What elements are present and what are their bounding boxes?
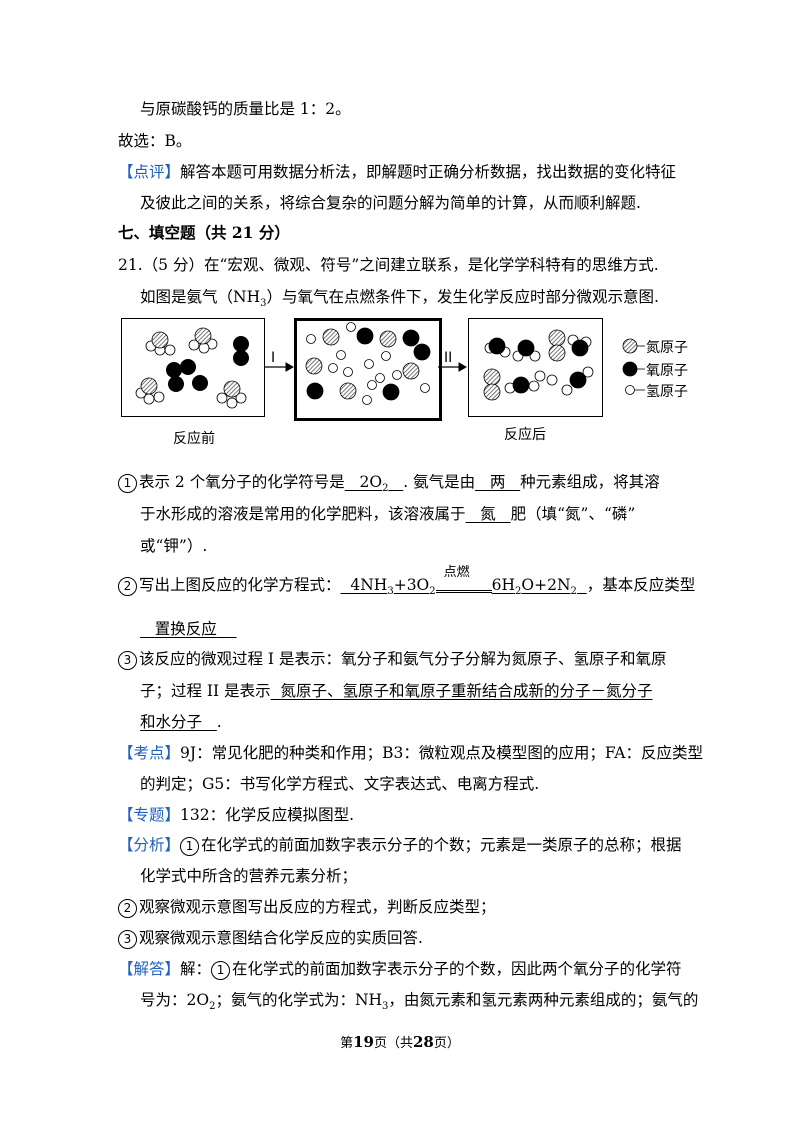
total-pages: 28: [413, 1033, 434, 1051]
kaodian-line: 【考点】9J：常见化肥的种类和作用；B3：微粒观点及模型图的应用；FA：反应类型: [118, 744, 703, 762]
legend-hydrogen: 氢原子: [646, 384, 688, 400]
h2o-molecule: [504, 376, 540, 394]
dianping-tag: 【点评】: [118, 163, 181, 181]
fenxi-line: 化学式中所含的营养元素分析；: [140, 867, 358, 885]
separated-atoms: [305, 322, 431, 405]
text-line: 及彼此之间的关系，将综合复杂的问题分解为简单的计算，从而顺利解题.: [140, 194, 641, 212]
reaction-condition: 点燃: [443, 564, 470, 580]
legend-icons: [622, 338, 645, 395]
page-footer: 第19页（共28页）: [340, 1033, 460, 1051]
kaodian-tag: 【考点】: [118, 744, 181, 762]
answer-3-line: 和水分子 .: [140, 713, 222, 731]
text-line: 与原碳酸钙的质量比是 1：2。: [140, 100, 351, 118]
after-label: 反应后: [504, 427, 546, 443]
h2o-molecule: [534, 370, 558, 386]
legend-oxygen: 氧原子: [646, 363, 688, 379]
arrow-ii: [438, 362, 468, 372]
answer-1-line: 或“钾”）.: [140, 537, 208, 555]
h2o-molecule: [512, 339, 541, 362]
answer-1-line: 于水形成的溶液是常用的化学肥料，该溶液属于 氮 肥（填“氮”、“磷”: [140, 505, 636, 523]
nh3-molecule: [135, 377, 165, 405]
answer-3-line: 子；过程 II 是表示 氮原子、氢原子和氧原子重新结合成新的分子－氮分子: [140, 682, 653, 700]
nh3-molecule: [145, 331, 176, 356]
step-i-label: I: [271, 350, 276, 366]
nh3-molecule: [216, 380, 247, 409]
answer-2-line: 置换反应: [154, 620, 217, 638]
h2o-molecule: [484, 337, 511, 358]
text-line: 故选：B。: [118, 132, 192, 150]
jieda-tag: 【解答】: [118, 960, 181, 978]
section-title: 七、填空题（共 21 分）: [118, 223, 290, 242]
o2-molecule: [233, 336, 249, 366]
o2-molecule: [168, 375, 208, 392]
zhuanti-line: 【专题】132：化学反应模拟图型.: [118, 806, 355, 824]
after-box: [468, 318, 603, 417]
page-number: 19: [353, 1033, 374, 1051]
kaodian-line: 的判定；G5：书写化学方程式、文字表达式、电离方程式.: [140, 775, 540, 793]
step-ii-label: II: [444, 350, 453, 366]
n2-molecule: [483, 368, 501, 401]
middle-box: [294, 318, 442, 421]
before-box: [121, 318, 265, 417]
h2o-molecule: [567, 334, 592, 357]
nh3-molecule: [188, 327, 218, 354]
legend-nitrogen: 氮原子: [646, 340, 688, 356]
n2-molecule: [548, 329, 566, 362]
zhuanti-tag: 【专题】: [118, 806, 181, 824]
text-line: 【点评】解答本题可用数据分析法，即解题时正确分析数据，找出数据的变化特征: [118, 163, 677, 181]
arrow-i: [265, 362, 295, 372]
jieda-line: 号为：2O2；氨气的化学式为：NH3，由氮元素和氢元素两种元素组成的；氨气的: [140, 991, 699, 1013]
o2-molecule: [166, 359, 196, 378]
h2o-molecule: [561, 366, 594, 396]
question-line: 如图是氨气（NH3）与氧气在点燃条件下，发生化学反应时部分微观示意图.: [140, 288, 659, 310]
fenxi-tag: 【分析】: [118, 836, 181, 854]
question-line: 21.（5 分）在“宏观、微观、符号”之间建立联系，是化学学科特有的思维方式.: [118, 256, 659, 274]
before-label: 反应前: [173, 431, 215, 447]
